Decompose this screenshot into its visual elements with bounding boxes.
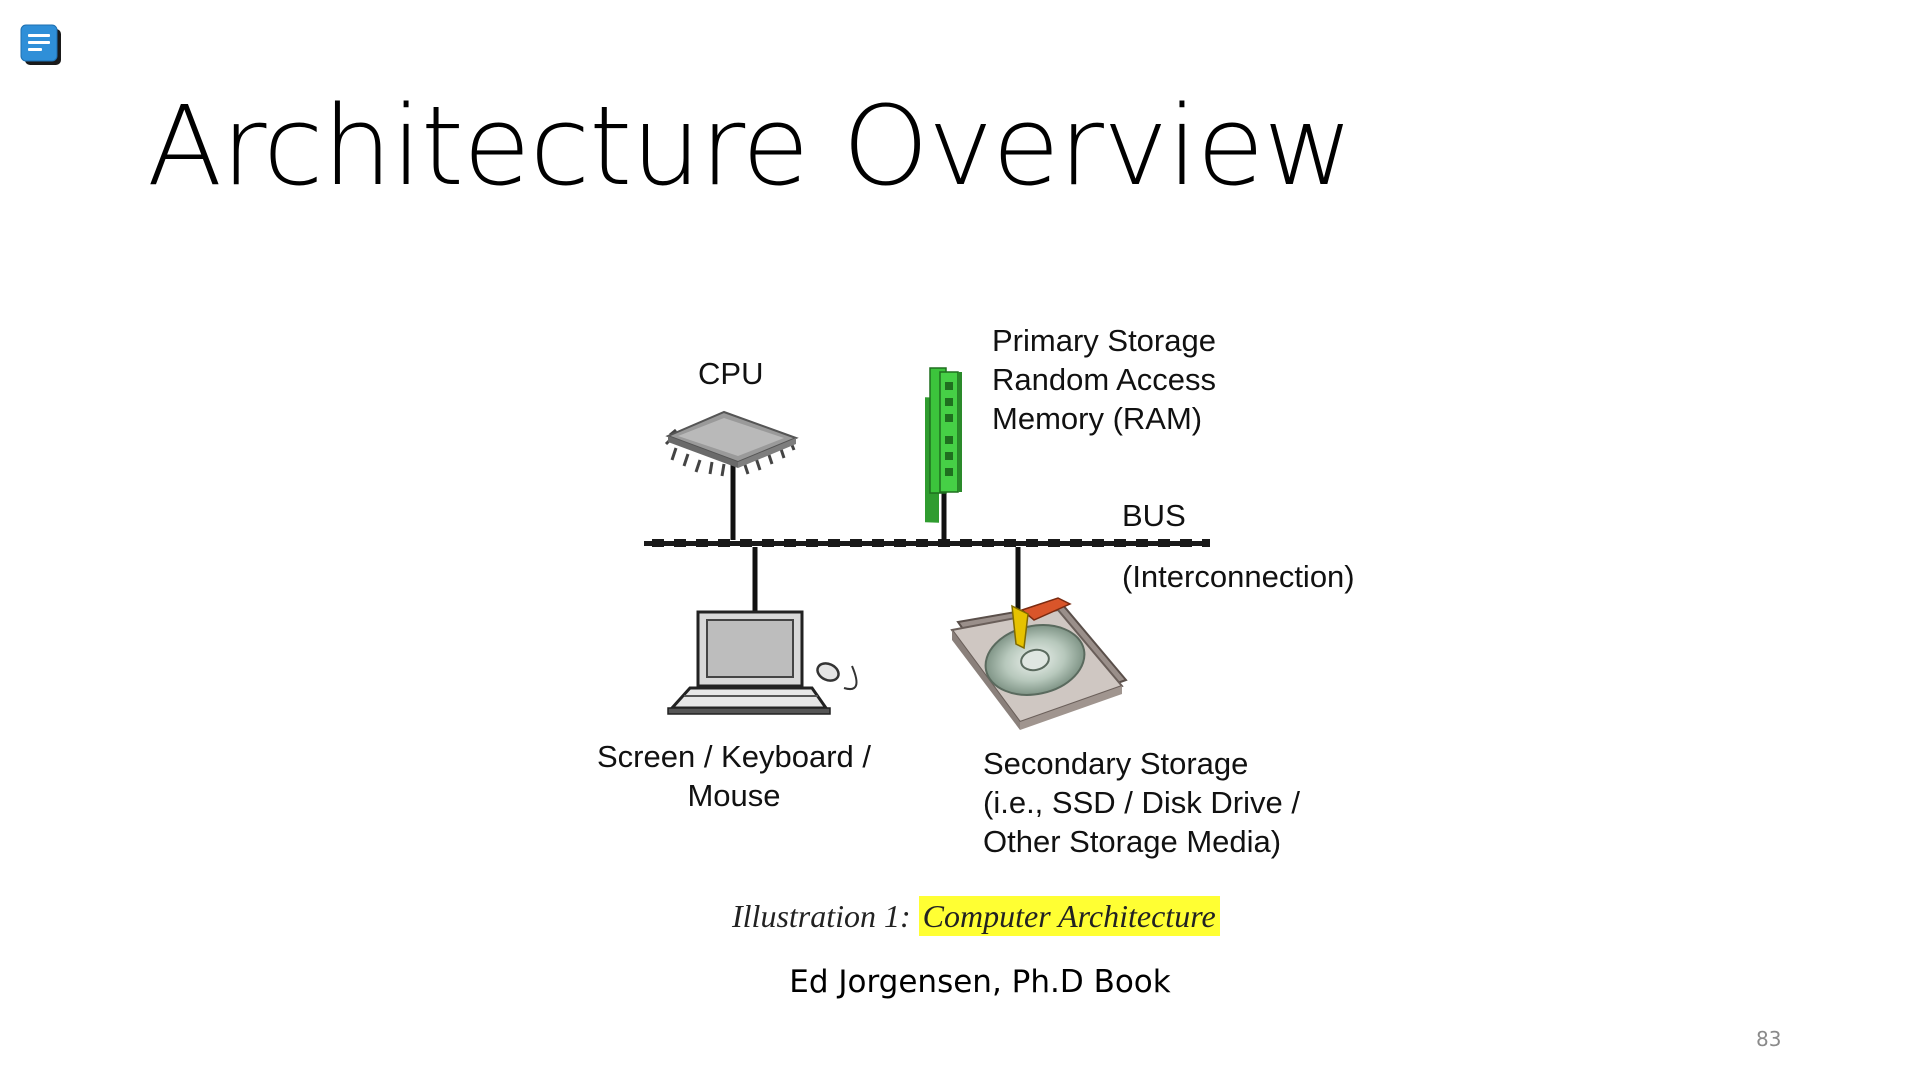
caption-prefix: Illustration 1: <box>732 898 911 934</box>
diagram-caption: Illustration 1: Computer Architecture <box>732 893 1220 939</box>
storage-label-line: Secondary Storage <box>983 746 1249 781</box>
ram-label-line: Primary Storage <box>992 323 1216 358</box>
slide-number: 83 <box>1756 1027 1782 1051</box>
io-devices-label: Screen / Keyboard / Mouse <box>586 737 882 815</box>
io-label-line: Screen / Keyboard / <box>597 739 871 774</box>
io-label-line: Mouse <box>687 778 781 813</box>
cpu-chip-icon <box>664 410 799 477</box>
notes-icon[interactable] <box>20 24 64 68</box>
slide-title: Architecture Overview <box>147 82 1353 210</box>
hard-disk-icon <box>950 597 1128 730</box>
ram-label-line: Memory (RAM) <box>992 401 1203 436</box>
laptop-icon <box>667 610 831 715</box>
bus-sub-label: (Interconnection) <box>1122 559 1355 594</box>
caption-highlight: Computer Architecture <box>918 896 1220 936</box>
bus-label: BUS <box>1122 498 1186 533</box>
ram-module-icon <box>925 367 962 523</box>
storage-label-line: Other Storage Media) <box>983 824 1282 859</box>
bus-connectors <box>730 460 1021 612</box>
storage-label-line: (i.e., SSD / Disk Drive / <box>983 785 1300 820</box>
secondary-storage-label: Secondary Storage (i.e., SSD / Disk Driv… <box>983 744 1300 861</box>
system-bus <box>644 539 1210 547</box>
mouse-icon <box>816 662 858 690</box>
source-credit: Ed Jorgensen, Ph.D Book <box>789 964 1171 1000</box>
ram-label: Primary Storage Random Access Memory (RA… <box>992 321 1216 438</box>
ram-label-line: Random Access <box>992 362 1216 397</box>
cpu-label: CPU <box>698 356 764 391</box>
